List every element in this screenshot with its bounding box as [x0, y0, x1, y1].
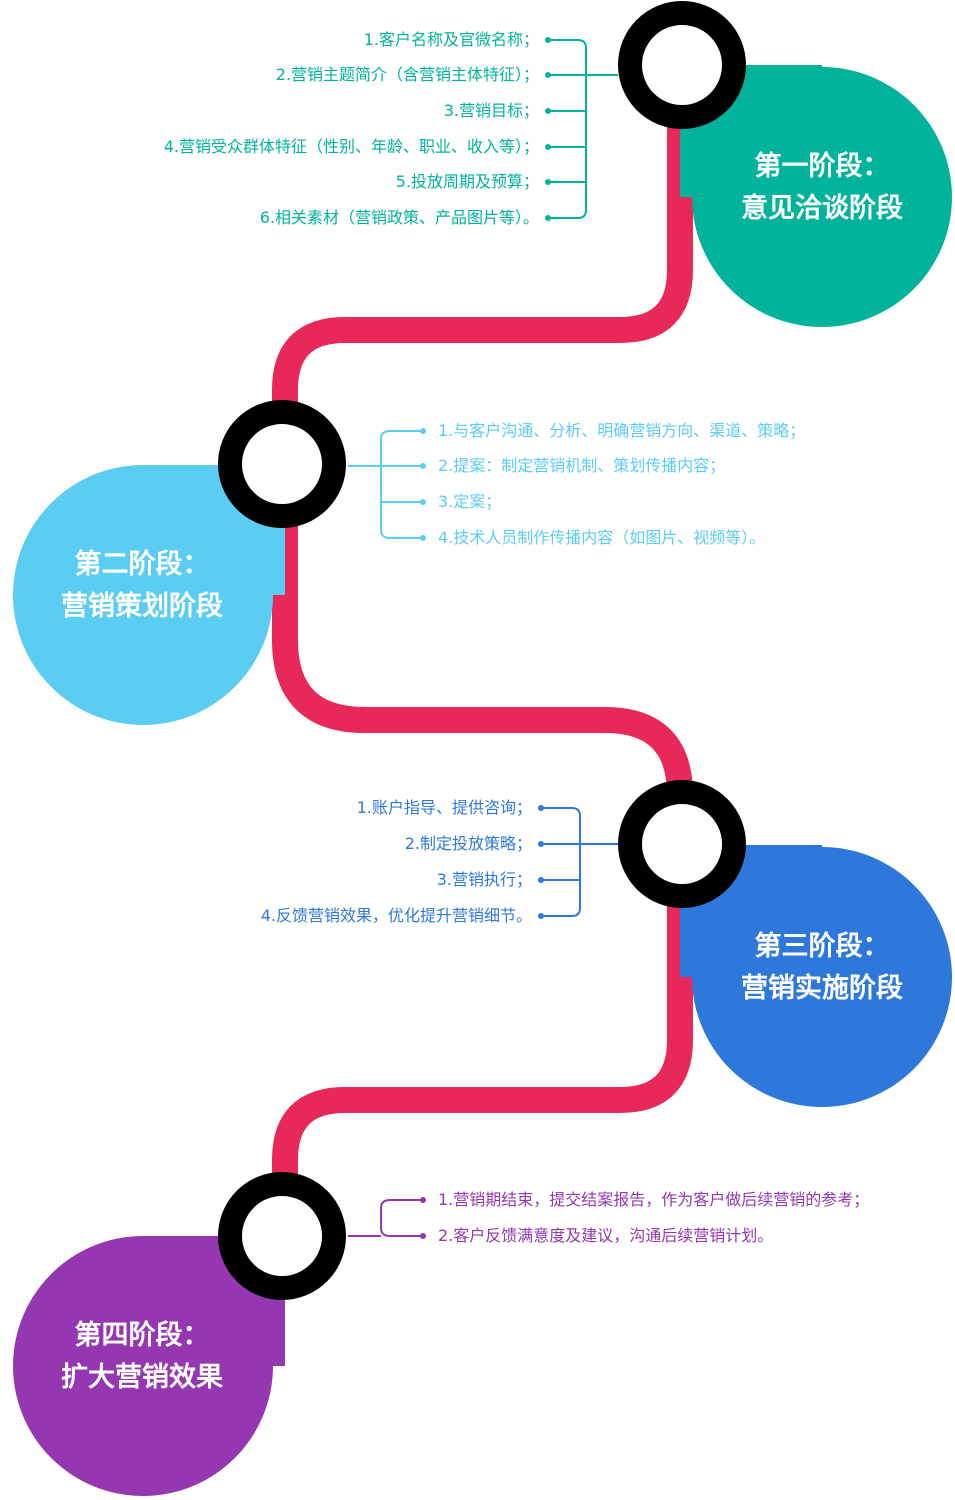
- stage-1-item: 1.客户名称及官微名称；: [363, 30, 539, 49]
- stage-1-item: 6.相关素材（营销政策、产品图片等）。: [259, 208, 539, 227]
- stage-1-bullets: [545, 37, 551, 221]
- stage-2-title: 第二阶段：: [74, 549, 210, 580]
- road-path: [272, 65, 693, 1240]
- milestone-ring-4: [218, 1172, 346, 1300]
- stage-2-blob: [13, 465, 285, 725]
- stage-4-item: 2.客户反馈满意度及建议，沟通后续营销计划。: [438, 1226, 774, 1245]
- stage-4-bullets: [420, 1197, 426, 1239]
- stage-3-bracket: [541, 807, 618, 917]
- stage-1-item: 4.营销受众群体特征（性别、年龄、职业、收入等）；: [163, 137, 539, 156]
- stage-1-label: 第一阶段： 意见洽谈阶段: [702, 146, 942, 230]
- milestone-ring-1: [618, 1, 746, 129]
- stage-3-blob: [680, 845, 952, 1107]
- stage-2-item: 4.技术人员制作传播内容（如图片、视频等）。: [438, 528, 766, 547]
- stage-3-label: 第三阶段： 营销实施阶段: [702, 926, 942, 1010]
- milestone-ring-2: [218, 400, 346, 528]
- stage-3-item: 4.反馈营销效果，优化提升营销细节。: [260, 906, 532, 925]
- stage-4-bracket: [348, 1199, 423, 1237]
- stage-4-item: 1.营销期结束，提交结案报告，作为客户做后续营销的参考；: [438, 1190, 870, 1209]
- stage-4-title: 第四阶段：: [74, 1320, 210, 1351]
- stage-3-subtitle: 营销实施阶段: [741, 973, 903, 1004]
- stage-3-item: 1.账户指导、提供咨询；: [356, 798, 532, 817]
- stage-1-item: 5.投放周期及预算；: [395, 172, 539, 191]
- stage-2-item: 2.提案：制定营销机制、策划传播内容；: [438, 456, 726, 475]
- milestone-ring-3: [618, 780, 746, 908]
- stage-1-item: 2.营销主题简介（含营销主体特征）；: [275, 65, 539, 84]
- stage-2-subtitle: 营销策划阶段: [61, 591, 223, 622]
- stage-1-bracket: [548, 39, 618, 219]
- stage-2-bullets: [420, 428, 426, 541]
- stage-2-item: 1.与客户沟通、分析、明确营销方向、渠道、策略；: [438, 421, 806, 440]
- stage-4-label: 第四阶段： 扩大营销效果: [22, 1315, 262, 1399]
- stage-3-item: 3.营销执行；: [436, 870, 532, 889]
- stage-1-subtitle: 意见洽谈阶段: [741, 193, 903, 224]
- stage-4-blob: [13, 1236, 285, 1496]
- stage-3-item: 2.制定投放策略；: [404, 834, 532, 853]
- stage-3-title: 第三阶段：: [754, 931, 890, 962]
- stage-2-bracket: [348, 430, 423, 539]
- stage-2-item: 3.定案；: [438, 492, 502, 511]
- stage-2-label: 第二阶段： 营销策划阶段: [22, 544, 262, 628]
- stage-4-subtitle: 扩大营销效果: [61, 1362, 223, 1393]
- stage-1-title: 第一阶段：: [754, 151, 890, 182]
- stage-1-item: 3.营销目标；: [443, 101, 539, 120]
- stage-3-bullets: [538, 805, 544, 919]
